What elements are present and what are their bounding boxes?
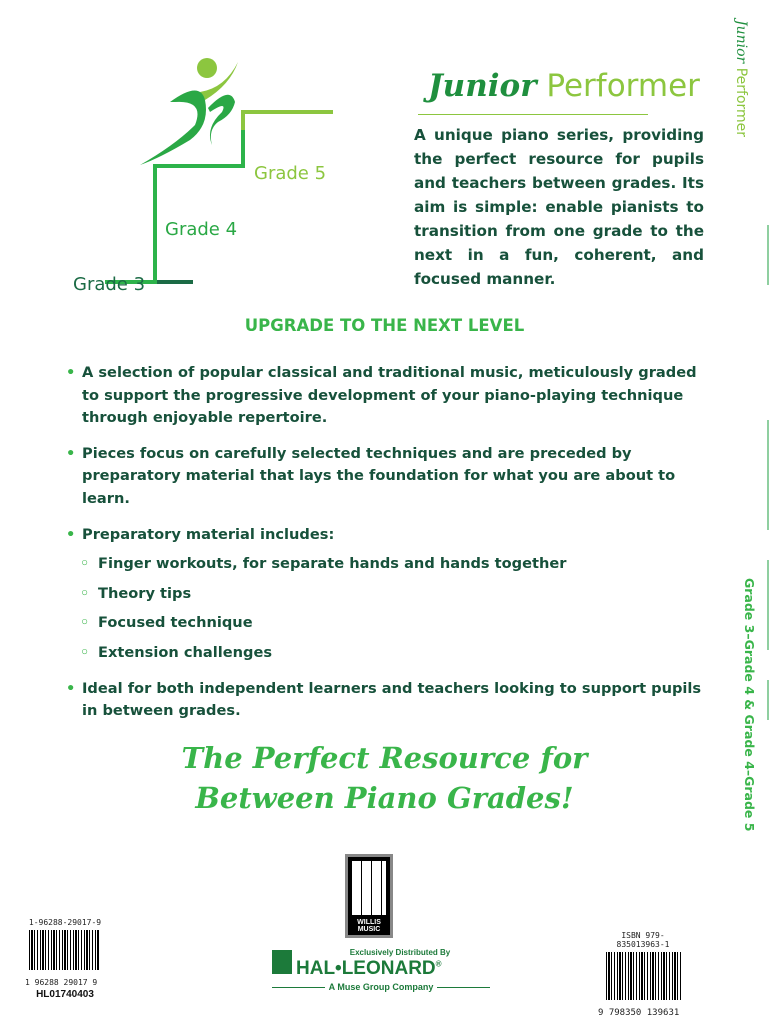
staircase-runner-icon bbox=[105, 58, 333, 284]
spine-edge bbox=[767, 420, 769, 530]
distributed-by: Exclusively Distributed By bbox=[349, 948, 451, 957]
isbn-number: ISBN 979-835013963-1 bbox=[616, 931, 670, 949]
title-junior: Junior bbox=[428, 68, 537, 104]
barcode-bars bbox=[29, 930, 99, 970]
sub-list-item: Finger workouts, for separate hands and … bbox=[60, 553, 705, 576]
list-item: Ideal for both independent learners and … bbox=[60, 678, 705, 723]
series-title: Junior Performer bbox=[428, 68, 700, 104]
tagline-line-1: The Perfect Resource for bbox=[181, 741, 588, 775]
upc-digits: 1 96288 29017 9 bbox=[25, 978, 98, 987]
grade-5-label: Grade 5 bbox=[254, 163, 327, 184]
muse-group-text: A Muse Group Company bbox=[328, 982, 434, 992]
junior-performer-logo: Grade 5 Grade 4 Grade 3 bbox=[50, 40, 350, 300]
title-underline bbox=[418, 114, 648, 115]
spine-junior: Junior bbox=[733, 20, 749, 64]
upc-top-number: 1-96288-29017-9 bbox=[28, 918, 102, 927]
title-performer: Performer bbox=[546, 68, 700, 104]
list-item: A selection of popular classical and tra… bbox=[60, 362, 705, 430]
hal-leonard-icon bbox=[272, 950, 292, 974]
spine-title: Junior Performer bbox=[733, 20, 749, 137]
list-item: Pieces focus on carefully selected techn… bbox=[60, 443, 705, 511]
hal-leonard-logo: HAL•LEONARD® bbox=[296, 958, 442, 980]
willis-label: WILLIS MUSIC bbox=[357, 919, 381, 933]
sub-list-item: Theory tips bbox=[60, 583, 705, 606]
hal-leonard-text: HAL•LEONARD bbox=[296, 958, 436, 979]
muse-group-line: A Muse Group Company bbox=[272, 982, 490, 992]
grade-3-label: Grade 3 bbox=[73, 274, 146, 295]
spine-performer: Performer bbox=[733, 67, 749, 138]
grade-4-label: Grade 4 bbox=[165, 219, 238, 240]
sub-list-item: Extension challenges bbox=[60, 642, 705, 665]
upc-barcode: 1-96288-29017-9 1 96288 29017 9 HL017404… bbox=[25, 918, 105, 1000]
isbn-barcode: ISBN 979-835013963-1 9 798350 139631 bbox=[598, 931, 688, 1019]
registered-mark: ® bbox=[435, 959, 442, 969]
tagline: The Perfect Resource for Between Piano G… bbox=[0, 738, 769, 818]
intro-paragraph: A unique piano series, providing the per… bbox=[414, 126, 704, 288]
tagline-line-2: Between Piano Grades! bbox=[195, 781, 574, 815]
sub-list-item: Focused technique bbox=[60, 612, 705, 635]
willis-music-logo: WILLIS MUSIC bbox=[345, 854, 393, 938]
feature-list: A selection of popular classical and tra… bbox=[60, 362, 705, 736]
list-item: Preparatory material includes: bbox=[60, 524, 705, 547]
hl-code: HL01740403 bbox=[36, 989, 94, 1000]
spine-edge bbox=[767, 225, 769, 285]
section-heading: UPGRADE TO THE NEXT LEVEL bbox=[244, 316, 525, 335]
isbn-digits: 9 798350 139631 bbox=[598, 1008, 680, 1018]
spine-edge bbox=[767, 680, 769, 720]
spine-edge bbox=[767, 560, 769, 650]
spine-grades: Grade 3–Grade 4 & Grade 4–Grade 5 bbox=[742, 578, 757, 832]
barcode-bars bbox=[606, 952, 682, 1000]
